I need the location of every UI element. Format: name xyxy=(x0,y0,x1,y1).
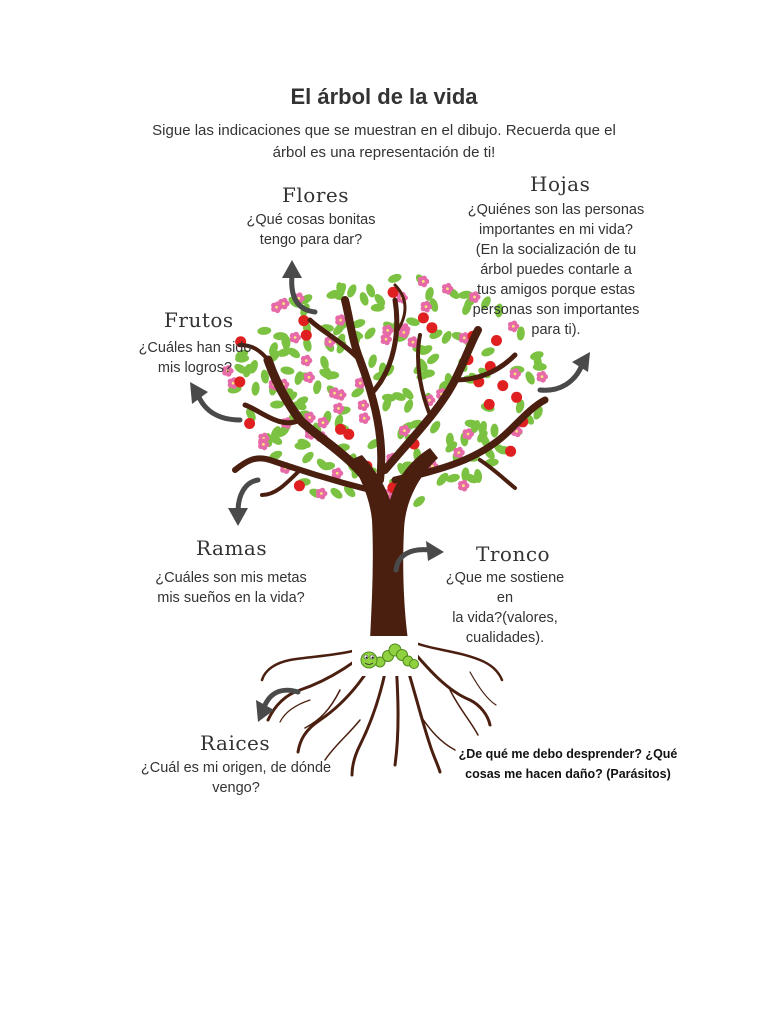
fruit xyxy=(294,480,305,491)
arrow-icon xyxy=(228,508,248,526)
fruit xyxy=(484,399,495,410)
flower xyxy=(359,412,370,424)
flower xyxy=(537,371,548,383)
worm-icon xyxy=(352,636,419,676)
tronco-text: ¿Que me sostiene en la vida?(valores, cu… xyxy=(436,568,574,648)
leaf xyxy=(251,381,260,396)
fruit xyxy=(234,376,245,387)
fruit xyxy=(497,380,508,391)
arrow-icon xyxy=(426,541,444,561)
parasites-note: ¿De qué me debo desprender? ¿Qué cosas m… xyxy=(448,744,688,784)
leaf xyxy=(329,486,345,501)
flower xyxy=(453,447,464,459)
fruit xyxy=(244,418,255,429)
hojas-heading: Hojas xyxy=(530,172,590,196)
leaf xyxy=(491,424,499,438)
flores-heading: Flores xyxy=(282,183,349,207)
flower xyxy=(316,488,327,500)
raices-heading: Raices xyxy=(200,731,270,755)
leaf xyxy=(367,353,379,369)
leaf xyxy=(402,398,415,414)
leaf xyxy=(387,272,403,284)
leaf xyxy=(293,370,305,386)
leaf xyxy=(312,380,323,395)
leaf xyxy=(280,366,295,376)
ramas-text: ¿Cuáles son mis metas mis sueños en la v… xyxy=(146,568,316,608)
raices-text: ¿Cuál es mi origen, de dónde vengo? xyxy=(136,758,336,798)
fruit xyxy=(418,312,429,323)
flower xyxy=(304,372,315,384)
flower xyxy=(458,480,469,492)
frutos-heading: Frutos xyxy=(164,308,234,332)
tronco-heading: Tronco xyxy=(476,542,550,566)
fruit xyxy=(511,392,522,403)
leaf xyxy=(257,326,272,335)
leaf xyxy=(345,283,358,299)
flower xyxy=(418,276,429,288)
ramas-heading: Ramas xyxy=(196,536,267,560)
flower xyxy=(278,298,289,310)
leaf xyxy=(300,450,316,466)
fruit xyxy=(426,322,437,333)
leaf xyxy=(270,400,284,409)
frutos-text: ¿Cuáles han sido mis logros? xyxy=(130,338,260,378)
leaf xyxy=(533,363,547,371)
leaf xyxy=(362,326,377,342)
leaf xyxy=(480,346,496,358)
arrow-icon xyxy=(198,395,240,420)
flower xyxy=(358,400,369,412)
fruit xyxy=(301,330,312,341)
fruit xyxy=(343,429,354,440)
arrow-icon xyxy=(282,260,302,278)
flower xyxy=(301,355,312,367)
leaf xyxy=(411,494,427,509)
hojas-text: ¿Quiénes son las personas importantes en… xyxy=(466,200,646,340)
flores-text: ¿Qué cosas bonitas tengo para dar? xyxy=(236,210,386,250)
arrow-icon xyxy=(238,480,258,512)
fruit xyxy=(505,446,516,457)
flower xyxy=(290,332,301,344)
leaf xyxy=(524,370,537,386)
